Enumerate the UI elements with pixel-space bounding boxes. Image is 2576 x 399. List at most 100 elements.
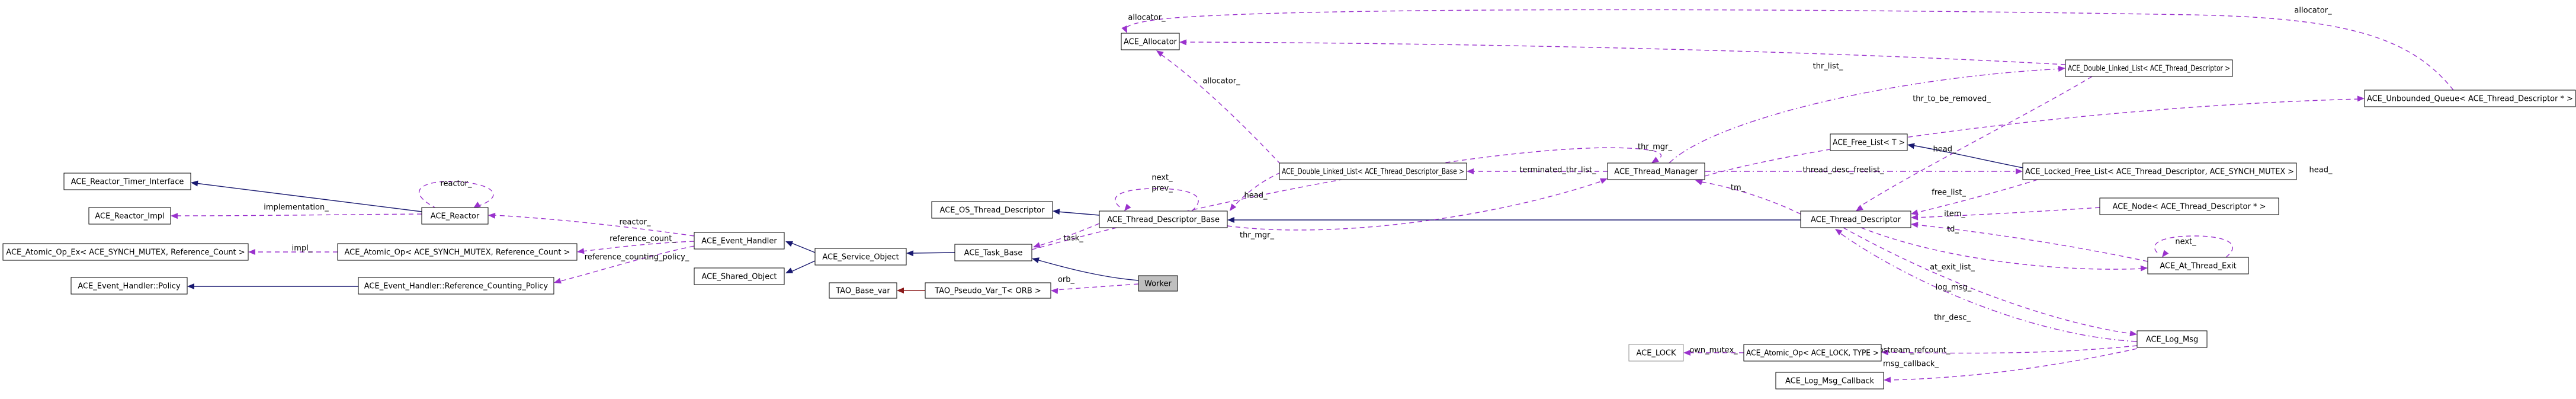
node-tdb: ACE_Thread_Descriptor_Base xyxy=(1099,210,1228,228)
node-tao_pseudo-box[interactable] xyxy=(925,282,1051,299)
node-node-box[interactable] xyxy=(2099,197,2279,215)
edge-usage-tdb-self xyxy=(1115,188,1199,212)
node-reactor-box[interactable] xyxy=(421,207,489,225)
edge-inherit-service-to-sharedobject xyxy=(790,260,816,273)
edge-usage-dlltdb-head-arrowhead xyxy=(1230,203,1237,211)
node-eh_policy-label: ACE_Event_Handler::Policy xyxy=(78,282,181,291)
edge-usage-reactor-implementation xyxy=(176,213,422,216)
node-eh_ref_pol-box[interactable] xyxy=(358,277,554,295)
node-reactor_impl-label: ACE_Reactor_Impl xyxy=(95,212,164,221)
node-uq-box[interactable] xyxy=(2364,90,2576,107)
edge-usage-ate-td-arrowhead xyxy=(1911,222,1919,228)
node-shared_object-box[interactable] xyxy=(694,267,785,285)
node-node-label: ACE_Node< ACE_Thread_Descriptor * > xyxy=(2112,203,2266,212)
edge-label-orb: orb_ xyxy=(1058,276,1075,285)
node-task_base-label: ACE_Task_Base xyxy=(964,249,1023,258)
node-lmc-box[interactable] xyxy=(1775,372,1884,390)
edge-usage-tm-freelist-arrowhead xyxy=(2016,168,2023,174)
edge-label-thr_to_be_removed: thr_to_be_removed_ xyxy=(1913,95,1991,104)
node-tdb-box[interactable] xyxy=(1099,210,1228,228)
node-service_object: ACE_Service_Object xyxy=(814,248,907,266)
node-dll_td-box[interactable] xyxy=(2065,59,2233,77)
edge-inherit-worker-to-taskbase-arrowhead xyxy=(1032,257,1040,263)
node-atomic_op_ex-box[interactable] xyxy=(2,243,249,261)
node-log_msg-label: ACE_Log_Msg xyxy=(2146,336,2198,344)
node-alloc: ACE_Allocator xyxy=(1121,33,1180,50)
edge-label-reactor_self: reactor_ xyxy=(440,180,472,189)
edge-label-alloc3: allocator_ xyxy=(2294,7,2332,15)
node-reactor_impl: ACE_Reactor_Impl xyxy=(88,207,171,225)
edge-inherit-tdb-to-ostd xyxy=(1057,211,1100,216)
node-service_object-box[interactable] xyxy=(814,248,907,266)
node-os_td-label: ACE_OS_Thread_Descriptor xyxy=(940,206,1045,215)
edge-usage-dlltdb-allocator-arrowhead xyxy=(1156,50,1164,57)
node-free_list-box[interactable] xyxy=(1830,133,1908,151)
edge-usage-dlltd-head-arrowhead xyxy=(1856,205,1863,211)
edge-usage-reactor-self-arrowhead xyxy=(473,202,481,208)
edge-label-next1: next_ xyxy=(1151,174,1173,183)
node-ace_lock-box[interactable] xyxy=(1628,344,1684,362)
edge-label-own_mutex: own_mutex_ xyxy=(1689,346,1738,355)
node-os_td-box[interactable] xyxy=(931,201,1053,219)
edge-label-prev1: prev_ xyxy=(1151,184,1173,193)
edge-usage-taskbase-thrmgr-arrowhead xyxy=(1651,157,1659,163)
edge-inherit-refpolicy-to-policy-arrowhead xyxy=(187,283,194,289)
node-lmc-label: ACE_Log_Msg_Callback xyxy=(1785,377,1875,386)
node-reactor_impl-box[interactable] xyxy=(88,207,171,225)
node-timer-box[interactable] xyxy=(63,173,191,190)
node-log_msg-box[interactable] xyxy=(2136,330,2208,348)
node-tao_base_var-box[interactable] xyxy=(829,282,897,299)
edge-usage-logmsg-callback-arrowhead xyxy=(1884,376,1891,383)
node-ate-label: ACE_At_Thread_Exit xyxy=(2160,262,2236,271)
edge-usage-node-item-arrowhead xyxy=(1911,214,1919,221)
node-reactor-label: ACE_Reactor xyxy=(431,212,480,221)
edge-usage-logmsg-ostream-arrowhead xyxy=(1881,349,1889,356)
node-event_handler-box[interactable] xyxy=(694,232,785,250)
edge-inherit-reactor-to-timer-arrowhead xyxy=(191,180,198,187)
edge-label-reference_count: reference_count_ xyxy=(609,235,676,244)
node-timer: ACE_Reactor_Timer_Interface xyxy=(63,173,191,190)
edge-label-alloc2: allocator_ xyxy=(1202,77,1240,86)
node-dll_tdb-box[interactable] xyxy=(1279,162,1467,180)
edge-usage-node-item xyxy=(1915,207,2100,218)
edge-label-alloc1: allocator_ xyxy=(1128,14,1166,23)
edge-usage-tm-toberemoved-arrowhead xyxy=(2357,95,2365,102)
node-lfl-box[interactable] xyxy=(2022,162,2297,180)
node-shared_object-label: ACE_Shared_Object xyxy=(701,273,777,282)
node-tm-box[interactable] xyxy=(1607,162,1705,180)
edge-usage-ate-td xyxy=(1915,224,2148,262)
edge-usage-eventhandler-refpolicy xyxy=(558,245,695,282)
node-aol-box[interactable] xyxy=(1743,344,1882,362)
edge-usage-ate-self xyxy=(2154,235,2233,258)
node-atomic_op-label: ACE_Atomic_Op< ACE_SYNCH_MUTEX, Referenc… xyxy=(345,248,570,257)
edge-inherit-service-to-eventhandler-arrowhead xyxy=(785,241,793,247)
node-eh_ref_pol: ACE_Event_Handler::Reference_Counting_Po… xyxy=(358,277,554,295)
node-os_td: ACE_OS_Thread_Descriptor xyxy=(931,201,1053,219)
node-task_base-box[interactable] xyxy=(954,244,1032,261)
edge-usage-worker-orb-arrowhead xyxy=(1051,288,1058,294)
node-tao_base_var-label: TAO_Base_var xyxy=(835,287,890,296)
edge-label-reactor2: reactor_ xyxy=(619,218,651,227)
edge-inherit-service-to-eventhandler xyxy=(790,242,816,253)
node-alloc-box[interactable] xyxy=(1121,33,1180,50)
node-dll_td-label: ACE_Double_Linked_List< ACE_Thread_Descr… xyxy=(2068,65,2230,74)
node-atomic_op-box[interactable] xyxy=(337,243,578,261)
edge-label-msg_callback: msg_callback_ xyxy=(1883,360,1939,369)
node-atomic_op: ACE_Atomic_Op< ACE_SYNCH_MUTEX, Referenc… xyxy=(337,243,578,261)
edge-label-thread_desc_freelist: thread_desc_freelist_ xyxy=(1802,166,1884,175)
node-td-box[interactable] xyxy=(1800,210,1911,228)
edge-usage-tm-thrlist-arrowhead xyxy=(2058,66,2065,72)
node-worker: Worker xyxy=(1138,275,1178,292)
edge-usage-eventhandler-reactor-arrowhead xyxy=(488,212,496,219)
node-eh_policy-box[interactable] xyxy=(70,277,188,295)
edge-label-thr_desc: thr_desc_ xyxy=(1934,314,1971,323)
edge-inherit-worker-to-taskbase xyxy=(1036,259,1139,281)
edge-inherit-tdb-to-ostd-arrowhead xyxy=(1053,209,1060,215)
edge-usage-eventhandler-reactor xyxy=(493,215,695,237)
edge-label-free_list_lbl: free_list_ xyxy=(1932,189,1966,197)
edge-usage-dlltd-allocator xyxy=(1183,42,2066,65)
edge-usage-td-logmsg-arrowhead xyxy=(2129,330,2137,337)
edge-inherit-service-to-sharedobject-arrowhead xyxy=(785,267,793,273)
node-ate-box[interactable] xyxy=(2147,257,2249,274)
edge-usage-eventhandler-refcount-arrowhead xyxy=(577,248,585,254)
